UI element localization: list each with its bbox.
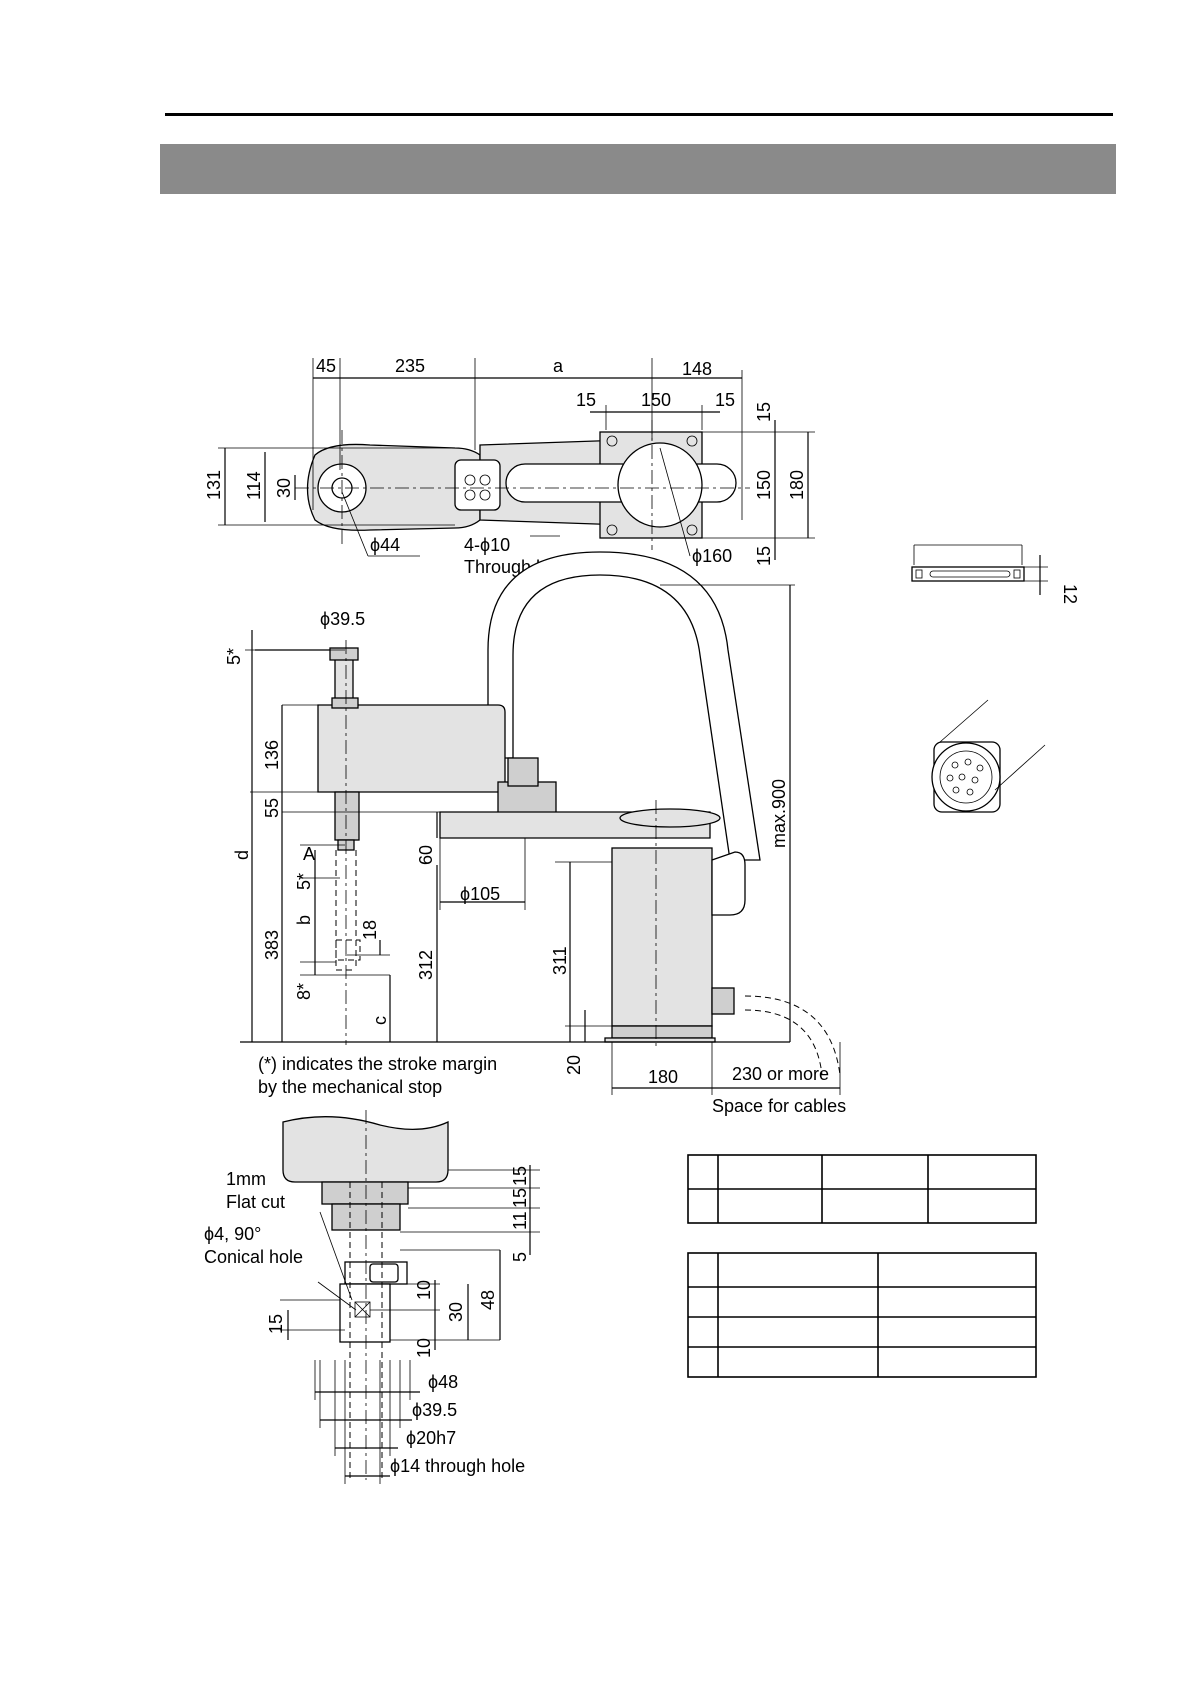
dim-phi39-5: ϕ39.5 [412,1400,457,1420]
dim-c: c [370,1016,390,1025]
dim-18: 18 [360,920,380,940]
dim-15-c: 15 [266,1314,286,1334]
dim-150-vertical: 150 [754,470,774,500]
detail-label-a: A [303,844,315,864]
holes-label: 4-ϕ10 [464,535,510,555]
dim-8-star: 8* [294,983,314,1000]
detail-view: 1mm Flat cut ϕ4, 90° Conical hole 15 15 … [204,1110,540,1484]
dim-11: 11 [510,1211,530,1230]
dim-136: 136 [262,740,282,770]
dim-311: 311 [550,946,570,975]
dim-10-a: 10 [414,1280,434,1300]
dim-30: 30 [446,1302,466,1322]
dim-131: 131 [204,470,224,500]
dim-5-star-top: 5* [224,648,244,665]
dim-phi44: ϕ44 [370,535,400,555]
dim-148: 148 [682,359,712,379]
dim-48: 48 [478,1290,498,1310]
dim-phi14: ϕ14 through hole [390,1456,525,1476]
flat-cut-line1: 1mm [226,1169,266,1189]
flat-cut-line2: Flat cut [226,1192,285,1212]
dim-phi48: ϕ48 [428,1372,458,1392]
cable-space-label: Space for cables [712,1096,846,1116]
dim-a: a [553,356,564,376]
dim-230-or-more: 230 or more [732,1064,829,1084]
dim-180-vertical: 180 [787,470,807,500]
connector-round [931,699,1046,813]
dim-15-b: 15 [510,1188,530,1208]
dim-312: 312 [416,950,436,980]
dim-phi39-5-top: ϕ39.5 [320,609,365,629]
dim-max-900: max.900 [769,779,789,848]
dim-114: 114 [244,471,264,500]
dim-45: 45 [316,356,336,376]
table-2 [687,1252,1037,1378]
dim-30: 30 [274,478,294,498]
section-title-bar [160,144,1116,194]
side-view: ϕ39.5 5* 136 55 d A 60 5* b 18 383 312 8… [224,551,846,1116]
dim-12: 12 [1060,584,1080,604]
dim-10-b: 10 [414,1338,434,1358]
dim-d: d [232,850,252,860]
dim-b: b [294,915,314,925]
dim-15-a: 15 [510,1166,530,1186]
dim-383: 383 [262,930,282,960]
dim-235: 235 [395,356,425,376]
dim-phi20h7: ϕ20h7 [406,1428,456,1448]
dim-phi105: ϕ105 [460,884,500,904]
dim-15-lower: 15 [754,546,774,566]
dim-15-upper: 15 [754,402,774,422]
dim-15-right: 15 [715,390,735,410]
dim-180-base: 180 [648,1067,678,1087]
dim-150-horizontal: 150 [641,390,671,410]
dim-5-star-mid: 5* [294,873,314,890]
dim-phi160: ϕ160 [692,546,732,566]
conical-hole-line1: ϕ4, 90° [204,1224,261,1244]
dim-5: 5 [510,1252,530,1262]
dim-20: 20 [564,1055,584,1075]
conical-hole-line2: Conical hole [204,1247,303,1267]
table-1 [687,1154,1037,1224]
stroke-note-line2: by the mechanical stop [258,1077,442,1097]
dim-60: 60 [416,845,436,865]
top-view: 45 235 a 148 15 150 15 15 150 180 15 131… [204,356,815,577]
header-rule [165,113,1113,116]
connector-d-sub: 12 [911,544,1080,604]
stroke-note-line1: (*) indicates the stroke margin [258,1054,497,1074]
dim-15-left: 15 [576,390,596,410]
dim-55: 55 [262,798,282,818]
